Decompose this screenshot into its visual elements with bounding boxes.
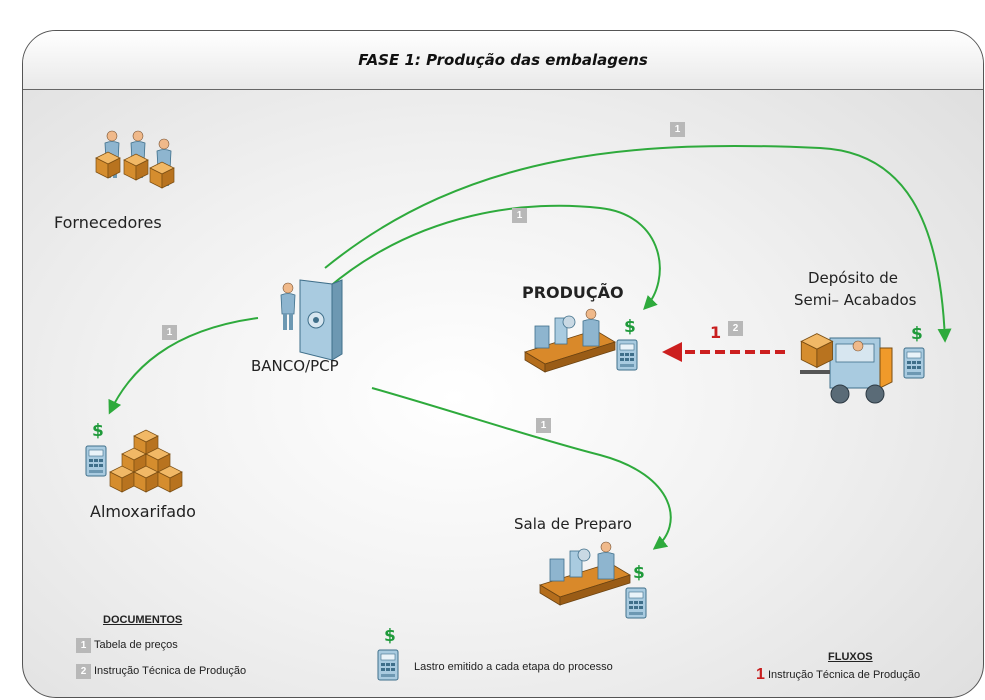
legend-fluxos-title: FLUXOS: [828, 651, 873, 663]
cash-register-icon: [625, 587, 647, 619]
legend-doc1-badge: 1: [76, 638, 91, 653]
dollar-icon: $: [384, 626, 396, 646]
header-bar: FASE 1: Produção das embalagens: [23, 31, 983, 90]
machine-operator-icon: [539, 541, 631, 606]
dollar-icon: $: [633, 563, 645, 583]
machine-operator-icon: [524, 308, 616, 373]
legend-fluxo-number: 1: [756, 666, 765, 683]
doc-badge-tabela: 1: [536, 418, 551, 433]
legend-doc2-badge: 2: [76, 664, 91, 679]
node-label-banco: BANCO/PCP: [251, 357, 339, 375]
legend-fluxo-label: Instrução Técnica de Produção: [768, 669, 921, 681]
doc-badge-tabela: 1: [512, 208, 527, 223]
doc-badge-tabela: 1: [162, 325, 177, 340]
doc-badge-instrucao: 2: [728, 321, 743, 336]
flow-arrow-banco-producao: [327, 204, 661, 311]
node-label-producao: PRODUÇÃO: [522, 283, 624, 302]
worker-group-icon: [95, 130, 175, 189]
legend-documentos-title: DOCUMENTOS: [103, 614, 183, 626]
flow-arrow-banco-deposito: [324, 144, 952, 343]
node-label-deposito-1: Depósito de: [808, 269, 899, 287]
legend-lastro-label: Lastro emitido a cada etapa do processo: [414, 661, 613, 673]
dollar-icon: $: [911, 324, 923, 344]
doc-badge-tabela: 1: [670, 122, 685, 137]
flow-number: 1: [710, 323, 722, 342]
diagram-title: FASE 1: Produção das embalagens: [358, 51, 648, 69]
cash-register-icon: [903, 347, 925, 379]
cash-register-icon: [616, 339, 638, 371]
legend-doc2-label: Instrução Técnica de Produção: [94, 665, 247, 677]
cash-register-icon: [85, 445, 107, 477]
boxes-stack-icon: [109, 429, 183, 493]
node-label-fornecedores: Fornecedores: [54, 213, 162, 232]
node-label-almoxarifado: Almoxarifado: [90, 502, 196, 521]
worker-safe-icon: [280, 279, 343, 361]
legend-doc1-label: Tabela de preços: [94, 639, 178, 651]
dollar-icon: $: [92, 421, 104, 441]
cash-register-icon: [377, 649, 399, 681]
forklift-icon: [800, 333, 893, 404]
dollar-icon: $: [624, 317, 636, 337]
flow-arrow-banco-sala: [371, 387, 672, 550]
node-label-sala: Sala de Preparo: [514, 515, 632, 533]
node-label-deposito-2: Semi– Acabados: [794, 291, 917, 309]
flow-arrow-banco-almoxarifado: [108, 317, 259, 415]
